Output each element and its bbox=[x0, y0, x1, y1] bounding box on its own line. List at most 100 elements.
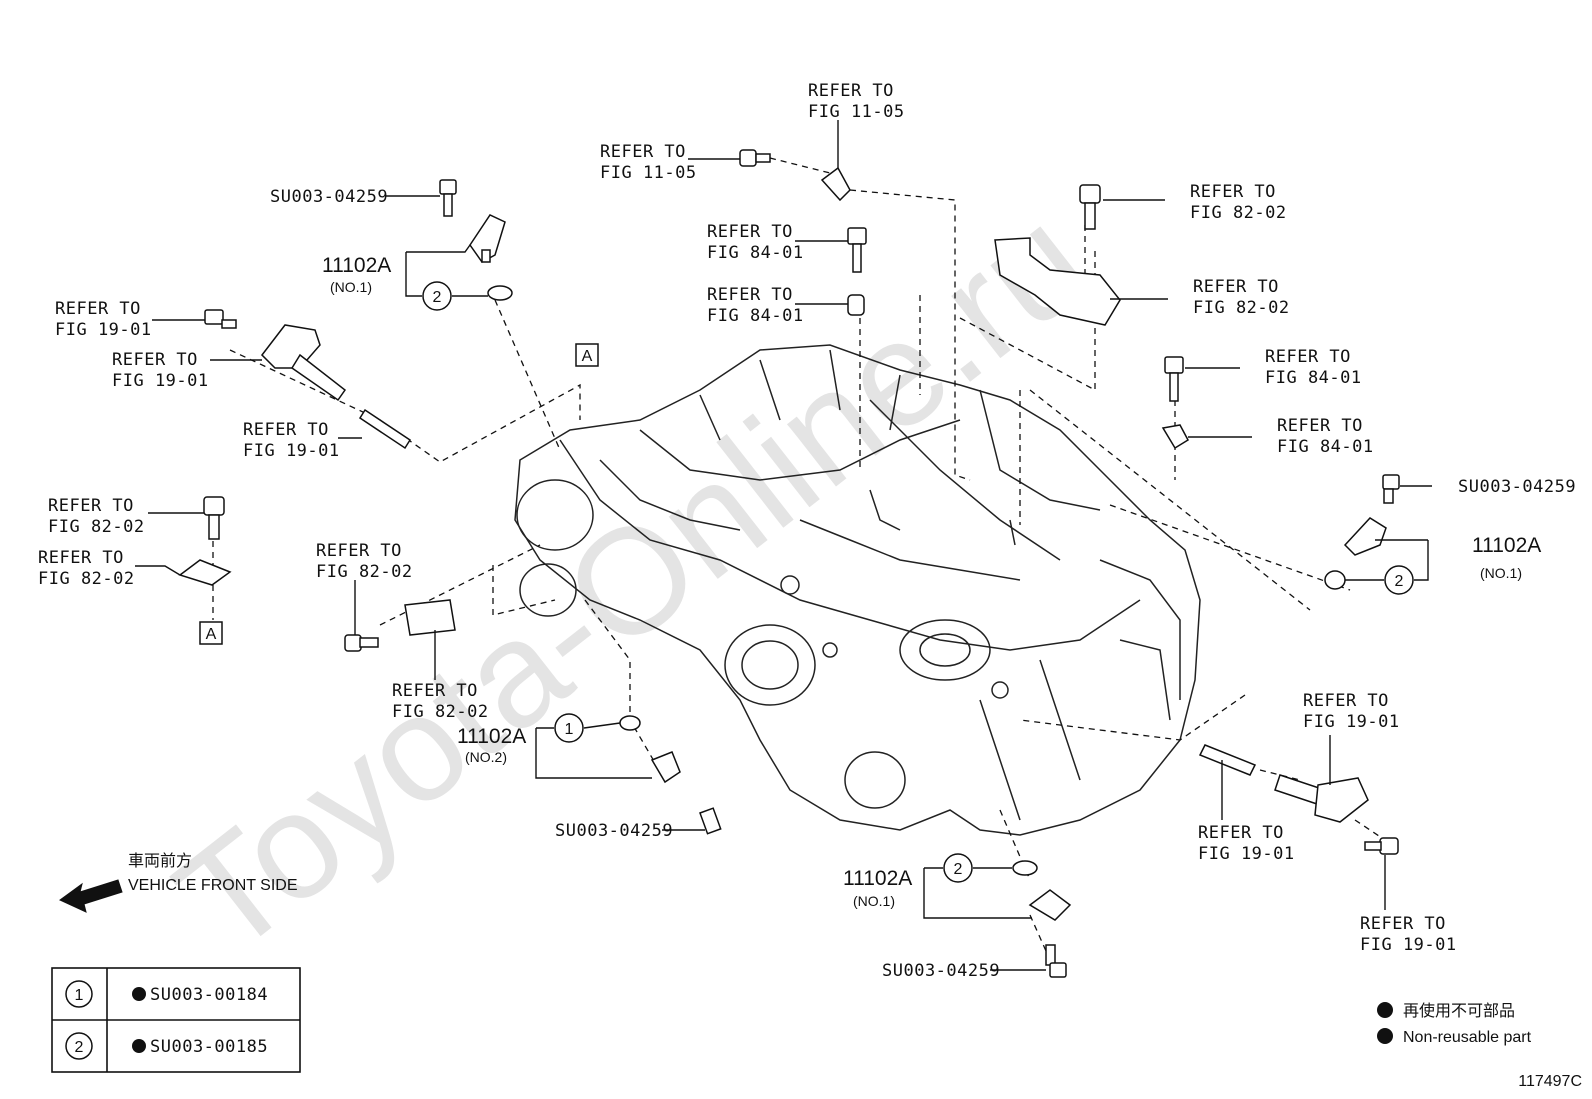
sensor-icon bbox=[650, 751, 681, 784]
direction-jp: 車両前方 bbox=[128, 852, 192, 870]
bracket-icon bbox=[994, 237, 1121, 326]
leader-lines bbox=[135, 120, 1432, 971]
spark-plug-icon bbox=[358, 408, 412, 450]
refer-label: REFER TO bbox=[1193, 277, 1279, 297]
callout-circle-2 bbox=[943, 853, 973, 883]
labels: SU003-04259 11102A (NO.1) REFER TO FIG 1… bbox=[38, 81, 1576, 981]
sensor-icon bbox=[1028, 889, 1072, 921]
callout-circle-2 bbox=[1384, 565, 1414, 595]
fig-label: FIG 19-01 bbox=[1198, 844, 1295, 864]
refer-label: REFER TO bbox=[707, 222, 793, 242]
part-sublabel: (NO.2) bbox=[465, 749, 507, 765]
bolt-icon bbox=[203, 496, 225, 540]
refer-label: REFER TO bbox=[707, 285, 793, 305]
clip-icon bbox=[178, 559, 232, 586]
refer-label: REFER TO bbox=[808, 81, 894, 101]
legend-row: 1 SU003-00184 bbox=[65, 980, 268, 1008]
spark-plug-icon bbox=[1198, 744, 1257, 776]
part-label: SU003-04259 bbox=[270, 187, 388, 207]
fig-label: FIG 19-01 bbox=[112, 371, 209, 391]
callout-box-a bbox=[575, 343, 599, 367]
sensor-icon bbox=[469, 214, 506, 263]
direction-en: VEHICLE FRONT SIDE bbox=[128, 877, 298, 894]
part-label: SU003-04259 bbox=[555, 821, 673, 841]
fig-label: FIG 19-01 bbox=[243, 441, 340, 461]
direction-indicator: 車両前方 VEHICLE FRONT SIDE bbox=[59, 852, 298, 913]
o-ring-icon bbox=[1324, 570, 1346, 590]
bolt-icon bbox=[1382, 474, 1400, 504]
engine-block bbox=[514, 344, 1201, 836]
refer-label: REFER TO bbox=[243, 420, 329, 440]
part-sublabel: (NO.1) bbox=[1480, 565, 1522, 581]
part-label: 11102A bbox=[457, 725, 526, 748]
callout-number: 2 bbox=[1395, 573, 1404, 590]
o-ring-icon bbox=[1012, 860, 1038, 876]
refer-label: REFER TO bbox=[316, 541, 402, 561]
callout-circle-1 bbox=[554, 713, 584, 743]
bolt-icon bbox=[1079, 184, 1101, 230]
legend-part: SU003-00185 bbox=[150, 1037, 268, 1057]
refer-label: REFER TO bbox=[55, 299, 141, 319]
legend-row: 2 SU003-00185 bbox=[65, 1032, 268, 1060]
refer-label: REFER TO bbox=[1198, 823, 1284, 843]
callout-number: 2 bbox=[954, 861, 963, 878]
nonreusable-note: 再使用不可部品 Non-reusable part bbox=[1377, 1002, 1532, 1046]
fig-label: FIG 11-05 bbox=[600, 163, 697, 183]
sensor-icon bbox=[1343, 517, 1387, 556]
bolt-icon bbox=[739, 149, 771, 167]
legend-number: 2 bbox=[75, 1039, 84, 1056]
refer-label: REFER TO bbox=[600, 142, 686, 162]
nonreusable-en: Non-reusable part bbox=[1403, 1029, 1532, 1046]
o-ring-icon bbox=[487, 285, 513, 301]
callout-number: 1 bbox=[565, 721, 574, 738]
bolt-icon bbox=[699, 807, 722, 835]
arrow-left-icon bbox=[59, 879, 123, 913]
part-label: 11102A bbox=[843, 867, 912, 890]
part-label: SU003-04259 bbox=[1458, 477, 1576, 497]
refer-label: REFER TO bbox=[38, 548, 124, 568]
fig-label: FIG 82-02 bbox=[392, 702, 489, 722]
fig-label: FIG 82-02 bbox=[1190, 203, 1287, 223]
bolt-icon bbox=[1164, 356, 1184, 402]
fig-label: FIG 19-01 bbox=[1303, 712, 1400, 732]
bullet-icon bbox=[1377, 1002, 1393, 1018]
clip-icon bbox=[820, 166, 851, 202]
refer-label: REFER TO bbox=[1265, 347, 1351, 367]
refer-label: REFER TO bbox=[1303, 691, 1389, 711]
part-label: 11102A bbox=[322, 254, 391, 277]
legend-number: 1 bbox=[75, 987, 84, 1004]
callout-letter: A bbox=[582, 348, 593, 365]
clip-icon bbox=[1161, 424, 1189, 450]
callout-box-a bbox=[199, 621, 223, 645]
bullet-icon bbox=[132, 987, 146, 1001]
part-label: 11102A bbox=[1472, 534, 1541, 557]
refer-label: REFER TO bbox=[48, 496, 134, 516]
bolt-icon bbox=[1045, 944, 1067, 978]
nonreusable-jp: 再使用不可部品 bbox=[1403, 1002, 1515, 1020]
fig-label: FIG 84-01 bbox=[1265, 368, 1362, 388]
fig-label: FIG 19-01 bbox=[55, 320, 152, 340]
legend-part: SU003-00184 bbox=[150, 985, 268, 1005]
callout-number: 2 bbox=[433, 289, 442, 306]
callout-circle-2 bbox=[65, 1032, 93, 1060]
figure-number: 117497C bbox=[1518, 1073, 1582, 1090]
ignition-coil-icon bbox=[204, 309, 347, 402]
fig-label: FIG 84-01 bbox=[1277, 437, 1374, 457]
callout-letter: A bbox=[206, 626, 217, 643]
callouts: 2 2 1 2 A A bbox=[199, 281, 1414, 883]
part-sublabel: (NO.1) bbox=[853, 893, 895, 909]
fig-label: FIG 84-01 bbox=[707, 243, 804, 263]
legend-table: 1 SU003-00184 2 SU003-00185 bbox=[51, 967, 301, 1073]
dashed-lines bbox=[212, 157, 1386, 961]
refer-label: REFER TO bbox=[112, 350, 198, 370]
part-sublabel: (NO.1) bbox=[330, 279, 372, 295]
callout-circle-1 bbox=[65, 980, 93, 1008]
fig-label: FIG 82-02 bbox=[38, 569, 135, 589]
bolt-icon bbox=[439, 179, 457, 217]
fig-label: FIG 82-02 bbox=[316, 562, 413, 582]
bolt-icon bbox=[847, 227, 867, 273]
part-shapes bbox=[178, 149, 1400, 978]
refer-label: REFER TO bbox=[1277, 416, 1363, 436]
